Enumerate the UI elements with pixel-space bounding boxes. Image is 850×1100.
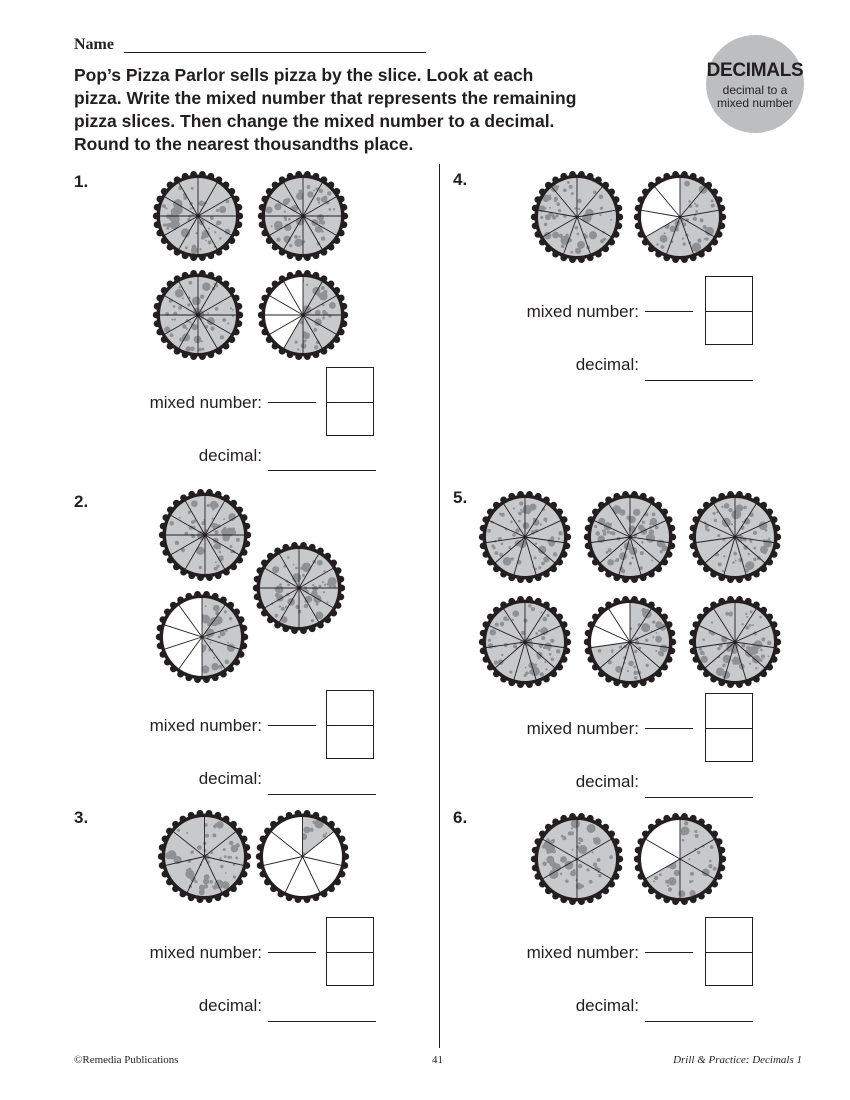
fraction-box-1[interactable] <box>326 367 374 436</box>
pizza-2a-icon <box>158 489 252 581</box>
instructions: Pop’s Pizza Parlor sells pizza by the sl… <box>74 64 674 156</box>
fraction-box-4[interactable] <box>705 276 753 345</box>
decimal-label-2: decimal: <box>198 769 262 788</box>
problem-number-2: 2. <box>74 492 89 511</box>
instructions-line-1: Pop’s Pizza Parlor sells pizza by the sl… <box>74 65 534 85</box>
whole-number-blank-1[interactable] <box>268 402 316 403</box>
fraction-box-5[interactable] <box>705 693 753 762</box>
decimal-blank-3[interactable] <box>268 1021 376 1022</box>
badge-subtitle-line-2: mixed number <box>716 96 794 110</box>
badge-title: DECIMALS <box>706 60 804 81</box>
pizza-2c-icon <box>155 591 249 683</box>
instructions-line-4: Round to the nearest thousandths place. <box>74 134 414 154</box>
pizza-3a-icon <box>157 810 252 903</box>
name-blank-line[interactable] <box>124 52 426 53</box>
mixed-number-label-3: mixed number: <box>149 943 262 962</box>
pizza-5a-icon <box>478 491 572 583</box>
decimal-blank-1[interactable] <box>268 470 376 471</box>
column-divider <box>439 164 440 1048</box>
mixed-number-label-2: mixed number: <box>149 716 262 735</box>
pizza-5f-icon <box>688 596 782 688</box>
topic-badge: DECIMALS decimal to a mixed number <box>706 35 804 133</box>
problem-number-6: 6. <box>453 808 468 827</box>
whole-number-blank-5[interactable] <box>645 728 693 729</box>
fraction-bar <box>706 951 752 953</box>
pizza-1d-icon <box>257 270 349 360</box>
pizza-5b-icon <box>583 491 677 583</box>
problem-number-1: 1. <box>74 172 89 191</box>
mixed-number-label-4: mixed number: <box>526 302 639 321</box>
mixed-number-label-6: mixed number: <box>526 943 639 962</box>
pizza-6a-icon <box>530 813 624 905</box>
problem-number-4: 4. <box>453 170 468 189</box>
pizza-6b-icon <box>633 813 727 905</box>
badge-subtitle-line-1: decimal to a <box>722 83 788 97</box>
pizza-1a-icon <box>152 171 244 261</box>
decimal-label-6: decimal: <box>575 996 639 1015</box>
fraction-bar <box>706 310 752 312</box>
whole-number-blank-6[interactable] <box>645 952 693 953</box>
fraction-bar <box>327 401 373 403</box>
mixed-number-label-5: mixed number: <box>526 719 639 738</box>
pizza-5e-icon <box>583 596 677 688</box>
decimal-label-1: decimal: <box>198 446 262 465</box>
decimal-blank-6[interactable] <box>645 1021 753 1022</box>
fraction-bar <box>327 724 373 726</box>
pizza-1c-icon <box>152 270 244 360</box>
decimal-label-3: decimal: <box>198 996 262 1015</box>
footer-page-number: 41 <box>432 1054 443 1066</box>
problem-number-5: 5. <box>453 488 468 507</box>
fraction-box-2[interactable] <box>326 690 374 759</box>
footer-copyright: ©Remedia Publications <box>74 1054 179 1066</box>
name-label: Name <box>74 36 114 53</box>
decimal-blank-5[interactable] <box>645 797 753 798</box>
fraction-bar <box>327 951 373 953</box>
decimal-label-5: decimal: <box>575 772 639 791</box>
pizza-4b-icon <box>633 171 727 263</box>
pizza-1b-icon <box>257 171 349 261</box>
footer-book-title: Drill & Practice: Decimals 1 <box>673 1054 802 1066</box>
whole-number-blank-4[interactable] <box>645 311 693 312</box>
decimal-blank-2[interactable] <box>268 794 376 795</box>
fraction-bar <box>706 727 752 729</box>
pizza-5c-icon <box>688 491 782 583</box>
pizza-4a-icon <box>530 171 624 263</box>
decimal-blank-4[interactable] <box>645 380 753 381</box>
fraction-box-3[interactable] <box>326 917 374 986</box>
decimal-label-4: decimal: <box>575 355 639 374</box>
pizza-3b-icon <box>255 810 350 903</box>
problem-number-3: 3. <box>74 808 89 827</box>
fraction-box-6[interactable] <box>705 917 753 986</box>
pizza-2b-icon <box>252 542 346 634</box>
pizza-5d-icon <box>478 596 572 688</box>
whole-number-blank-2[interactable] <box>268 725 316 726</box>
instructions-line-3: pizza slices. Then change the mixed numb… <box>74 111 555 131</box>
whole-number-blank-3[interactable] <box>268 952 316 953</box>
instructions-line-2: pizza. Write the mixed number that repre… <box>74 88 577 108</box>
mixed-number-label-1: mixed number: <box>149 393 262 412</box>
